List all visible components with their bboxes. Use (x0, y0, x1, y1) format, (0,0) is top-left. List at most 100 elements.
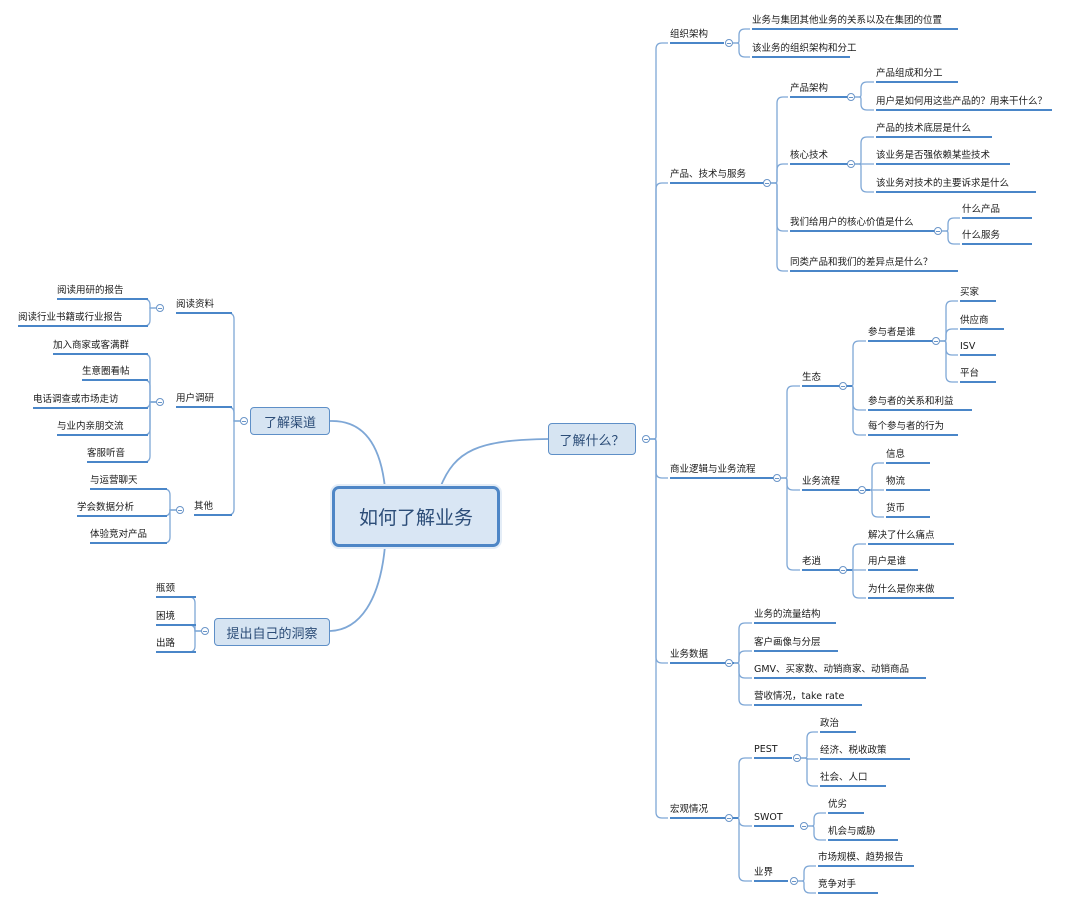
sub-topic[interactable]: 参与者是谁 (868, 327, 916, 338)
node-underline (868, 569, 918, 571)
item[interactable]: 用户是谁 (868, 556, 907, 567)
main-topic-what-to-know[interactable]: 了解什么？ (548, 423, 636, 455)
node-underline (876, 81, 958, 83)
item[interactable]: 瓶颈 (156, 583, 176, 594)
collapse-toggle-icon[interactable] (642, 435, 650, 443)
sub-topic[interactable]: 每个参与者的行为 (868, 421, 945, 432)
item[interactable]: 什么服务 (962, 230, 1001, 241)
collapse-toggle-icon[interactable] (240, 417, 248, 425)
sub-topic[interactable]: PEST (754, 744, 778, 755)
sub-topic[interactable]: 同类产品和我们的差异点是什么？ (790, 257, 933, 268)
connector-line (329, 420, 386, 489)
item[interactable]: 业务的流量结构 (754, 609, 821, 620)
collapse-toggle-icon[interactable] (763, 179, 771, 187)
collapse-toggle-icon[interactable] (932, 337, 940, 345)
item[interactable]: 学会数据分析 (77, 502, 135, 513)
item[interactable]: 该业务是否强依赖某些技术 (876, 150, 991, 161)
item[interactable]: 该业务对技术的主要诉求是什么 (876, 178, 1010, 189)
collapse-toggle-icon[interactable] (156, 304, 164, 312)
collapse-toggle-icon[interactable] (790, 877, 798, 885)
connector-line (781, 477, 800, 491)
sub-topic[interactable]: 参与者的关系和利益 (868, 396, 954, 407)
item[interactable]: 用户是如何用这些产品的？用来干什么？ (876, 96, 1048, 107)
connector-line (650, 438, 668, 479)
collapse-toggle-icon[interactable] (725, 814, 733, 822)
main-topic-insights[interactable]: 提出自己的洞察 (214, 618, 330, 646)
item[interactable]: 客户画像与分层 (754, 637, 821, 648)
item[interactable]: 业务与集团其他业务的关系以及在集团的位置 (752, 15, 943, 26)
item[interactable]: 生意圈看帖 (82, 366, 130, 377)
item[interactable]: 与运营聊天 (90, 475, 138, 486)
item[interactable]: 体验竞对产品 (90, 529, 148, 540)
item[interactable]: 物流 (886, 476, 906, 487)
section-0[interactable]: 组织架构 (670, 29, 709, 40)
node-underline (53, 353, 148, 355)
collapse-toggle-icon[interactable] (847, 93, 855, 101)
item[interactable]: 客服听音 (87, 448, 126, 459)
collapse-toggle-icon[interactable] (773, 474, 781, 482)
section-4[interactable]: 宏观情况 (670, 804, 709, 815)
item[interactable]: 产品的技术底层是什么 (876, 123, 972, 134)
node-underline (790, 163, 852, 165)
item[interactable]: 货币 (886, 503, 906, 514)
collapse-toggle-icon[interactable] (847, 160, 855, 168)
collapse-toggle-icon[interactable] (839, 566, 847, 574)
collapse-toggle-icon[interactable] (858, 486, 866, 494)
collapse-toggle-icon[interactable] (176, 506, 184, 514)
item[interactable]: 经济、税收政策 (820, 745, 887, 756)
connector-line (940, 340, 958, 383)
item[interactable]: ISV (960, 341, 976, 352)
item[interactable]: 机会与威胁 (828, 826, 876, 837)
item[interactable]: 产品组成和分工 (876, 68, 943, 79)
root-topic[interactable]: 如何了解业务 (332, 486, 500, 547)
collapse-toggle-icon[interactable] (201, 627, 209, 635)
item[interactable]: 与业内亲朋交流 (57, 421, 124, 432)
item[interactable]: 平台 (960, 368, 980, 379)
item[interactable]: 市场规模、趋势报告 (818, 852, 904, 863)
sub-topic[interactable]: 老逍 (802, 556, 822, 567)
group-topic[interactable]: 其他 (194, 501, 214, 512)
item[interactable]: 解决了什么痛点 (868, 530, 935, 541)
sub-topic[interactable]: 产品架构 (790, 83, 829, 94)
item[interactable]: 为什么是你来做 (868, 584, 935, 595)
item[interactable]: 社会、人口 (820, 772, 868, 783)
item[interactable]: GMV、买家数、动销商家、动销商品 (754, 664, 910, 675)
sub-topic[interactable]: 核心技术 (790, 150, 829, 161)
sub-topic[interactable]: 生态 (802, 372, 822, 383)
section-1[interactable]: 产品、技术与服务 (670, 169, 747, 180)
item[interactable]: 买家 (960, 287, 980, 298)
sub-topic[interactable]: SWOT (754, 812, 783, 823)
group-topic[interactable]: 阅读资料 (176, 299, 215, 310)
sub-topic[interactable]: 业界 (754, 867, 774, 878)
section-3[interactable]: 业务数据 (670, 649, 709, 660)
item[interactable]: 信息 (886, 449, 906, 460)
sub-topic[interactable]: 我们给用户的核心价值是什么 (790, 217, 914, 228)
item[interactable]: 什么产品 (962, 204, 1001, 215)
item[interactable]: 优劣 (828, 799, 848, 810)
sub-topic[interactable]: 业务流程 (802, 476, 841, 487)
group-topic[interactable]: 用户调研 (176, 393, 215, 404)
item[interactable]: 出路 (156, 638, 176, 649)
collapse-toggle-icon[interactable] (839, 382, 847, 390)
collapse-toggle-icon[interactable] (725, 659, 733, 667)
item[interactable]: 政治 (820, 718, 840, 729)
item[interactable]: 电话调查或市场走访 (33, 394, 119, 405)
item[interactable]: 阅读用研的报告 (57, 285, 124, 296)
item[interactable]: 竞争对手 (818, 879, 857, 890)
collapse-toggle-icon[interactable] (156, 398, 164, 406)
item[interactable]: 供应商 (960, 315, 989, 326)
main-topic-channels[interactable]: 了解渠道 (250, 407, 330, 435)
item[interactable]: 阅读行业书籍或行业报告 (18, 312, 123, 323)
node-underline (818, 865, 914, 867)
item[interactable]: 加入商家或客满群 (53, 340, 130, 351)
item[interactable]: 该业务的组织架构和分工 (752, 43, 857, 54)
node-underline (876, 109, 1052, 111)
collapse-toggle-icon[interactable] (725, 39, 733, 47)
item[interactable]: 营收情况，take rate (754, 691, 845, 702)
collapse-toggle-icon[interactable] (793, 754, 801, 762)
item[interactable]: 困境 (156, 611, 176, 622)
section-2[interactable]: 商业逻辑与业务流程 (670, 464, 756, 475)
collapse-toggle-icon[interactable] (934, 227, 942, 235)
collapse-toggle-icon[interactable] (800, 822, 808, 830)
connector-line (771, 163, 788, 184)
